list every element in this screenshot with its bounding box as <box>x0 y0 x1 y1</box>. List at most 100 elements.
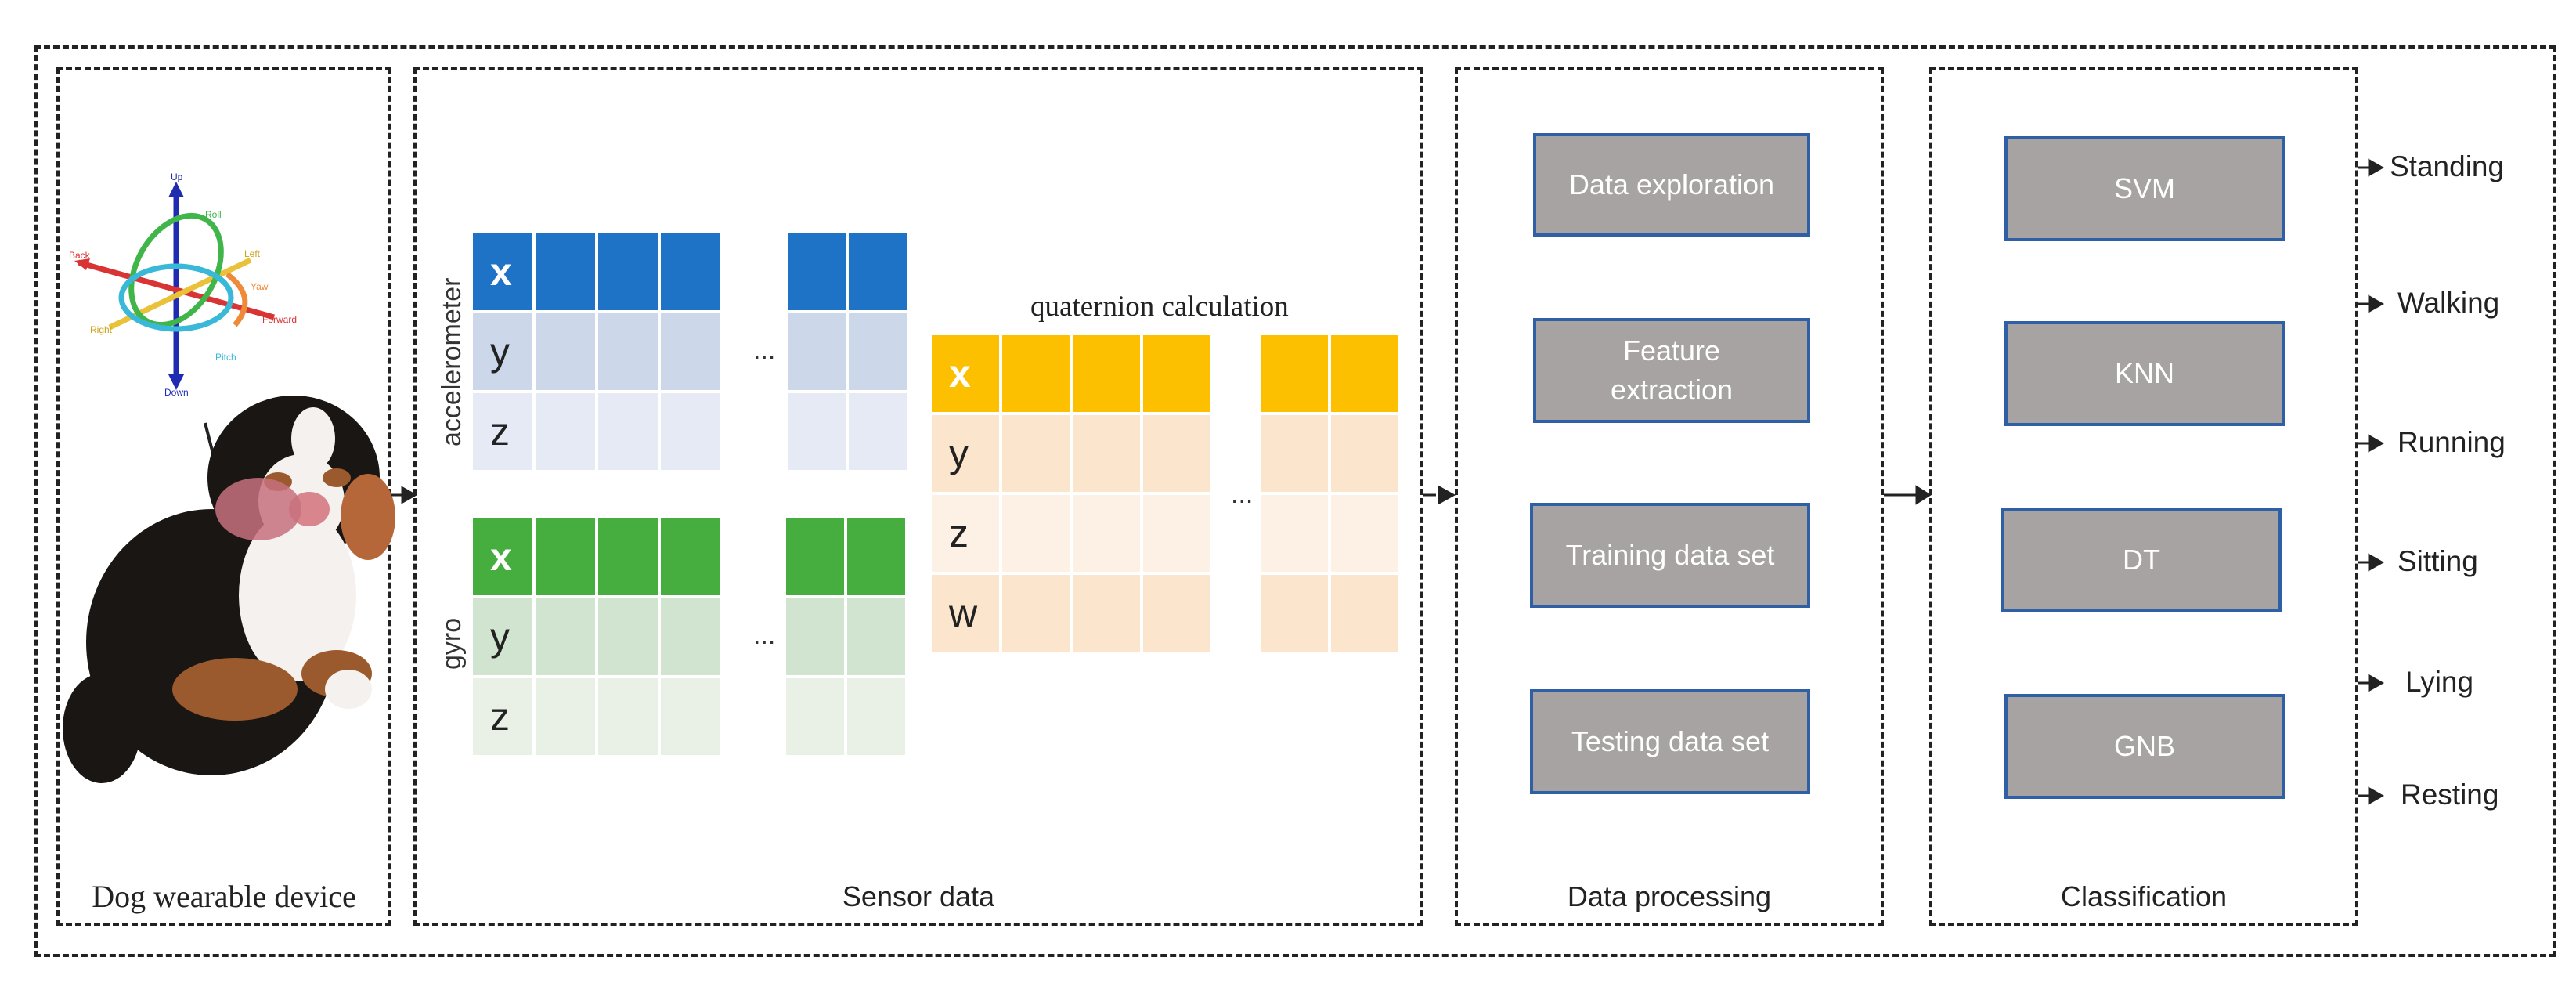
gyro-cell <box>847 678 905 755</box>
quat-cell <box>1073 575 1140 652</box>
gyro-cell <box>661 598 720 675</box>
gyro-ellipsis: ... <box>753 620 776 650</box>
gyro-axis-x: x <box>473 518 532 595</box>
quat-cell <box>1331 415 1398 492</box>
accel-cell <box>661 233 720 310</box>
panel-processing: Data processing <box>1455 67 1884 926</box>
gyro-table-tail <box>786 518 905 755</box>
accel-cell <box>661 313 720 390</box>
gyro-cell <box>847 518 905 595</box>
quaternion-table: x y z w <box>932 335 1210 652</box>
quaternion-label: quaternion calculation <box>1030 291 1289 323</box>
quat-cell <box>1261 335 1328 412</box>
quat-cell <box>1002 415 1070 492</box>
accel-cell <box>536 313 595 390</box>
accelerometer-table: x y z <box>473 233 720 470</box>
orientation-yaw-label: Yaw <box>251 281 269 292</box>
accel-axis-x: x <box>473 233 532 310</box>
quat-axis-x: x <box>932 335 999 412</box>
classifier-gnb: GNB <box>2004 694 2285 799</box>
orientation-pitch-label: Pitch <box>215 352 236 363</box>
quat-cell <box>1331 575 1398 652</box>
quat-cell <box>1073 335 1140 412</box>
accel-axis-y: y <box>473 313 532 390</box>
orientation-right-label: Right <box>90 324 113 335</box>
step-testing-data-set: Testing data set <box>1530 689 1810 794</box>
accel-ellipsis: ... <box>753 335 776 365</box>
orientation-forward-label: Forward <box>262 314 297 325</box>
quat-cell <box>1143 415 1210 492</box>
quat-cell <box>1261 575 1328 652</box>
gyro-axis-y: y <box>473 598 532 675</box>
accelerometer-table-tail <box>788 233 907 470</box>
classifier-svm: SVM <box>2004 136 2285 241</box>
gyro-cell <box>536 598 595 675</box>
orientation-diagram-icon: Up Down Back Forward Left Right Roll Pit… <box>69 172 297 398</box>
orientation-back-label: Back <box>69 250 91 261</box>
quat-cell <box>1073 495 1140 572</box>
quat-cell <box>1331 335 1398 412</box>
accel-cell <box>788 313 846 390</box>
quat-axis-y: y <box>932 415 999 492</box>
quat-cell <box>1143 335 1210 412</box>
quat-cell <box>1261 495 1328 572</box>
accel-cell <box>849 313 907 390</box>
accel-cell <box>536 393 595 470</box>
panel-sensor: Sensor data <box>413 67 1423 926</box>
accel-cell <box>788 393 846 470</box>
classifier-dt: DT <box>2001 508 2282 612</box>
gyro-cell <box>786 518 844 595</box>
quat-cell <box>1143 495 1210 572</box>
accel-cell <box>661 393 720 470</box>
accel-cell <box>849 393 907 470</box>
quat-cell <box>1002 575 1070 652</box>
panel-sensor-label: Sensor data <box>842 880 995 912</box>
output-standing: Standing <box>2390 150 2505 182</box>
gyro-cell <box>786 678 844 755</box>
accel-cell <box>536 233 595 310</box>
accel-cell <box>788 233 846 310</box>
gyro-cell <box>661 518 720 595</box>
output-lying: Lying <box>2405 666 2474 698</box>
gyro-axis-z: z <box>473 678 532 755</box>
quaternion-table-tail <box>1261 335 1398 652</box>
step-data-exploration: Data exploration <box>1533 133 1810 237</box>
output-resting: Resting <box>2401 779 2499 811</box>
quat-cell <box>1331 495 1398 572</box>
gyro-cell <box>536 678 595 755</box>
accel-cell <box>598 313 658 390</box>
orientation-left-label: Left <box>244 248 261 259</box>
step-training-data-set: Training data set <box>1530 503 1810 608</box>
panel-processing-label: Data processing <box>1567 880 1772 912</box>
gyro-cell <box>598 678 658 755</box>
quat-cell <box>1261 415 1328 492</box>
quat-ellipsis: ... <box>1231 479 1254 509</box>
gyro-cell <box>786 598 844 675</box>
quat-axis-z: z <box>932 495 999 572</box>
panel-classification-label: Classification <box>2060 880 2228 912</box>
output-walking: Walking <box>2397 287 2500 319</box>
orientation-roll-label: Roll <box>205 209 222 220</box>
gyro-table: x y z <box>473 518 720 755</box>
outer-frame <box>34 45 2556 957</box>
quat-cell <box>1002 335 1070 412</box>
quat-axis-w: w <box>932 575 999 652</box>
accel-axis-z: z <box>473 393 532 470</box>
accel-cell <box>598 233 658 310</box>
arrow-head-icon <box>1915 485 1932 505</box>
panel-device-label: Dog wearable device <box>92 879 356 914</box>
gyro-cell <box>598 518 658 595</box>
output-arrows <box>2358 158 2385 805</box>
classifier-knn: KNN <box>2004 321 2285 426</box>
arrow-head-icon <box>1438 485 1456 505</box>
output-running: Running <box>2397 426 2506 458</box>
output-sitting: Sitting <box>2397 545 2478 577</box>
gyro-cell <box>598 598 658 675</box>
gyro-cell <box>661 678 720 755</box>
gyro-cell <box>536 518 595 595</box>
gyro-cell <box>847 598 905 675</box>
orientation-down-label: Down <box>164 387 189 398</box>
quat-cell <box>1143 575 1210 652</box>
